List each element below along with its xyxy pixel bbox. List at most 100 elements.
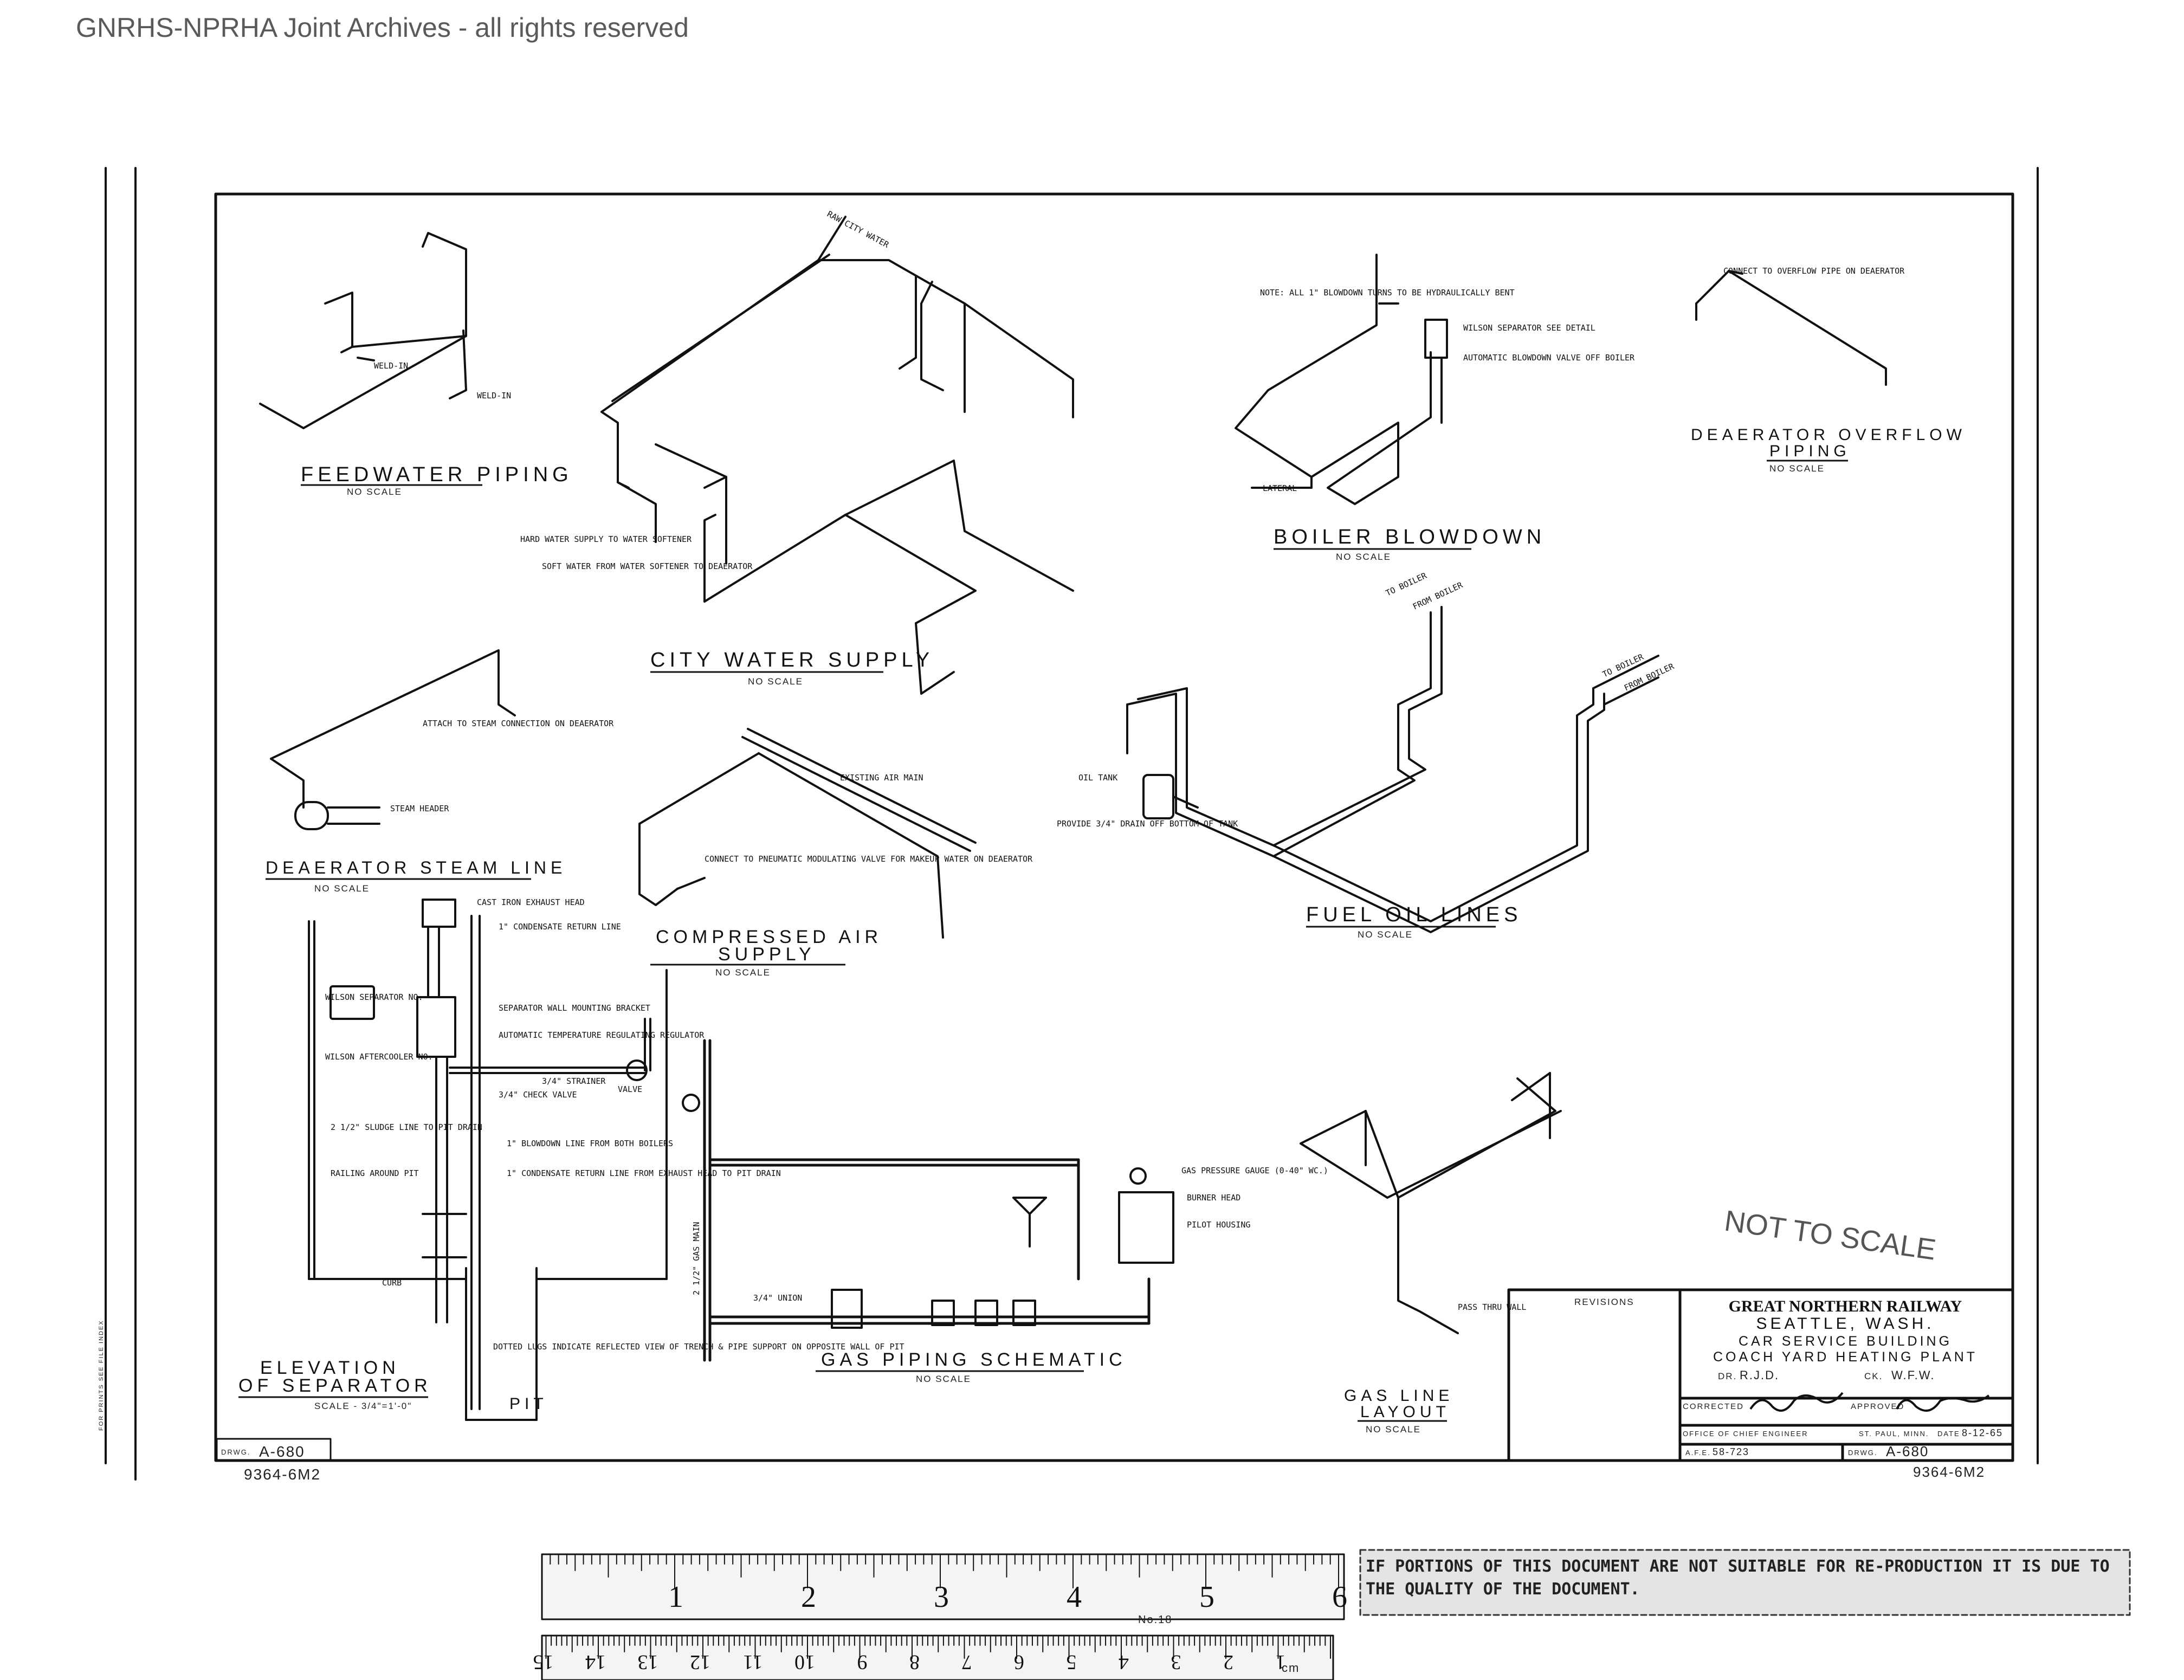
title-block-drawn-by: R.J.D. [1740, 1368, 1779, 1382]
gas-piping-schematic-drawing [682, 1039, 1174, 1362]
title-gas-piping: GAS PIPING SCHEMATIC [821, 1349, 1127, 1370]
scan-quality-notice: IF PORTIONS OF THIS DOCUMENT ARE NOT SUI… [1366, 1557, 2110, 1599]
sheet-ref-right: 9364-6M2 [1913, 1464, 1985, 1480]
ruler-inch-label: 1 [668, 1580, 683, 1614]
sheet-margin-note: FOR PRINTS SEE FILE INDEX [98, 1320, 105, 1431]
deaerator-overflow-drawing [1695, 270, 1887, 386]
ruler-inch-label: 4 [1067, 1580, 1082, 1614]
title-block-plant: COACH YARD HEATING PLANT [1713, 1349, 1978, 1365]
callout-lateral: LATERAL [1263, 483, 1297, 493]
callout-gas-main: 2 1/2" GAS MAIN [692, 1222, 701, 1295]
no-scale-fuel: NO SCALE [1358, 929, 1413, 940]
title-block-date: 8-12-65 [1962, 1427, 2003, 1438]
callout-sludge-line: 2 1/2" SLUDGE LINE TO PIT DRAIN [331, 1122, 482, 1132]
title-block-city: SEATTLE, WASH. [1756, 1315, 1934, 1333]
callout-auto-blowdown: AUTOMATIC BLOWDOWN VALVE OFF BOILER [1463, 353, 1635, 363]
title-block-frame [216, 1288, 2014, 1462]
callout-wilson-separator: WILSON SEPARATOR SEE DETAIL [1463, 323, 1595, 333]
ruler-model: No.18 [1138, 1614, 1172, 1626]
ruler-inch-label: 2 [801, 1580, 816, 1614]
title-block-revisions: REVISIONS [1574, 1297, 1634, 1307]
title-block-location: ST. PAUL, MINN. [1859, 1430, 1929, 1438]
title-block-afe-label: A.F.E. [1685, 1449, 1711, 1457]
ruler-inch-label: 5 [1199, 1580, 1214, 1614]
no-scale-air: NO SCALE [715, 967, 771, 978]
title-block-checked-prefix: CK. [1864, 1371, 1883, 1381]
title-block-date-label: DATE [1937, 1430, 1960, 1438]
measurement-ruler [541, 1553, 1345, 1680]
ruler-cm-label: 4 [1119, 1651, 1129, 1673]
no-scale-overflow: NO SCALE [1769, 463, 1825, 474]
feedwater-piping-drawing [259, 232, 467, 429]
title-compressed-air-1: COMPRESSED AIR [656, 927, 882, 947]
title-deaerator-steam: DEAERATOR STEAM LINE [266, 858, 566, 877]
title-elevation-1: ELEVATION [260, 1358, 400, 1378]
callout-provide-drain: PROVIDE 3/4" DRAIN OFF BOTTOM OF TANK [1057, 819, 1238, 829]
callout-raw-city-water: RAW CITY WATER [825, 209, 891, 250]
ruler-cm-label: 8 [909, 1651, 920, 1673]
deaerator-steam-line-drawing [270, 649, 516, 830]
ruler-cm-label: 2 [1223, 1651, 1233, 1673]
title-city-water: CITY WATER SUPPLY [650, 649, 934, 671]
title-block-drawn-prefix: DR. [1718, 1371, 1737, 1381]
callout-to-boiler-1: TO BOILER [1384, 571, 1429, 598]
no-scale-gas: NO SCALE [916, 1374, 971, 1384]
boiler-blowdown-drawing [1235, 254, 1448, 505]
ruler-inch-label: 6 [1332, 1580, 1347, 1614]
title-block-checked-by: W.F.W. [1891, 1368, 1935, 1382]
callout-auto-temp: AUTOMATIC TEMPERATURE REGULATING REGULAT… [499, 1030, 705, 1040]
title-block-corrected: CORRECTED [1683, 1402, 1744, 1411]
callout-pilot-housing: PILOT HOUSING [1187, 1220, 1250, 1230]
title-gas-line-2: LAYOUT [1360, 1403, 1450, 1421]
sheet-drwg-label-left: DRWG. [221, 1448, 251, 1456]
signature-approved [1896, 1394, 1990, 1412]
title-fuel-oil: FUEL OIL LINES [1306, 903, 1522, 926]
ruler-cm-label: 7 [962, 1651, 972, 1673]
callout-pass-thru-wall: PASS THRU WALL [1458, 1302, 1526, 1312]
ruler-inch-label: 3 [934, 1580, 949, 1614]
callout-from-boiler-1: FROM BOILER [1411, 580, 1465, 612]
sheet-ref-left: 9364-6M2 [244, 1466, 321, 1483]
title-compressed-air-2: SUPPLY [718, 944, 816, 965]
ruler-cm-label: 15 [533, 1651, 554, 1673]
title-block-drwg-label: DRWG. [1848, 1449, 1878, 1457]
callout-dotted-lugs: DOTTED LUGS INDICATE REFLECTED VIEW OF T… [493, 1342, 904, 1352]
scan-quality-notice-box [1359, 1549, 2131, 1616]
callout-hard-water: HARD WATER SUPPLY TO WATER SOFTENER [520, 534, 692, 544]
signature-corrected [1749, 1392, 1844, 1412]
callout-valve: VALVE [618, 1084, 642, 1094]
callout-connect-pneumatic: CONNECT TO PNEUMATIC MODULATING VALVE FO… [705, 854, 1033, 864]
callout-weld-in-2: WELD-IN [477, 391, 511, 400]
callout-condensate-pit: 1" CONDENSATE RETURN LINE FROM EXHAUST H… [507, 1168, 781, 1178]
ruler-cm-label: 6 [1014, 1651, 1024, 1673]
callout-railing: RAILING AROUND PIT [331, 1168, 419, 1178]
fuel-oil-lines-drawing [1126, 606, 1659, 933]
ruler-cm-label: 3 [1171, 1651, 1181, 1673]
elevation-separator-drawing [308, 899, 668, 1421]
title-block-approved: APPROVED [1851, 1402, 1904, 1411]
no-scale-gas-line: NO SCALE [1366, 1424, 1421, 1435]
elevation-scale: SCALE - 3/4"=1'-0" [314, 1401, 412, 1411]
title-gas-line-1: GAS LINE [1344, 1387, 1453, 1405]
title-block-railway: GREAT NORTHERN RAILWAY [1729, 1297, 1962, 1315]
no-scale-steam: NO SCALE [314, 883, 370, 894]
callout-existing-air: EXISTING AIR MAIN [840, 773, 923, 783]
no-scale-blowdown: NO SCALE [1336, 552, 1391, 562]
callout-blowdown-note: NOTE: ALL 1" BLOWDOWN TURNS TO BE HYDRAU… [1260, 288, 1515, 298]
callout-blowdown-line: 1" BLOWDOWN LINE FROM BOTH BOILERS [507, 1139, 673, 1148]
title-elevation-2: OF SEPARATOR [238, 1375, 432, 1396]
callout-condensate-return: 1" CONDENSATE RETURN LINE [499, 922, 621, 932]
not-to-scale-stamp: NOT TO SCALE [1722, 1204, 1938, 1266]
callout-curb: CURB [382, 1278, 402, 1288]
ruler-cm-label: 10 [794, 1651, 815, 1673]
callout-wilson-aftercooler: WILSON AFTERCOOLER NO. [325, 1052, 433, 1062]
compressed-air-drawing [638, 728, 977, 939]
ruler-cm-label: 11 [743, 1651, 763, 1673]
sheet-drwg-number-left: A-680 [259, 1443, 305, 1460]
callout-attach-steam: ATTACH TO STEAM CONNECTION ON DEAERATOR [423, 719, 614, 728]
pit-label: PIT [509, 1395, 548, 1413]
title-block-office: OFFICE OF CHIEF ENGINEER [1683, 1430, 1808, 1438]
callout-weld-in-1: WELD-IN [374, 361, 408, 371]
ruler-cm-unit: cm [1282, 1661, 1300, 1675]
